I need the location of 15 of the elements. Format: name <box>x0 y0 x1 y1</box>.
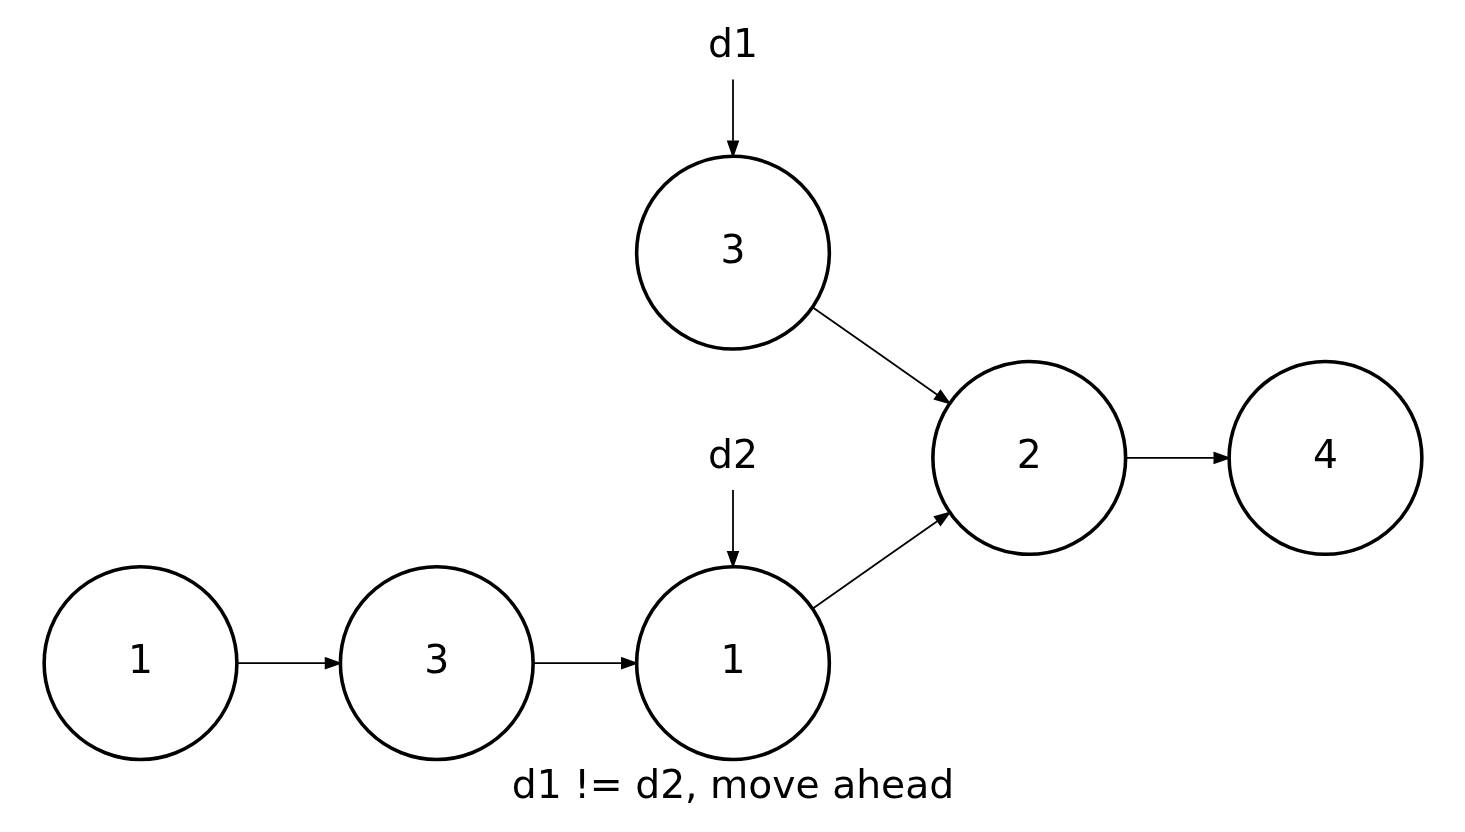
node-circle: 1 <box>41 565 239 762</box>
arrow <box>726 489 739 569</box>
arrow <box>1124 451 1231 465</box>
arrow <box>811 511 951 610</box>
node-text: d2 <box>707 431 758 477</box>
arrow <box>811 306 951 405</box>
node-circle: 1 <box>634 565 831 762</box>
node-text: d1 <box>707 21 758 67</box>
node-circle: 3 <box>338 565 535 762</box>
arrow <box>726 78 739 159</box>
arrow <box>532 656 639 670</box>
caption: d1 != d2, move ahead <box>511 762 954 808</box>
arrow <box>235 656 343 670</box>
node-circle: 4 <box>1226 359 1424 557</box>
node-circle: 3 <box>634 154 831 351</box>
